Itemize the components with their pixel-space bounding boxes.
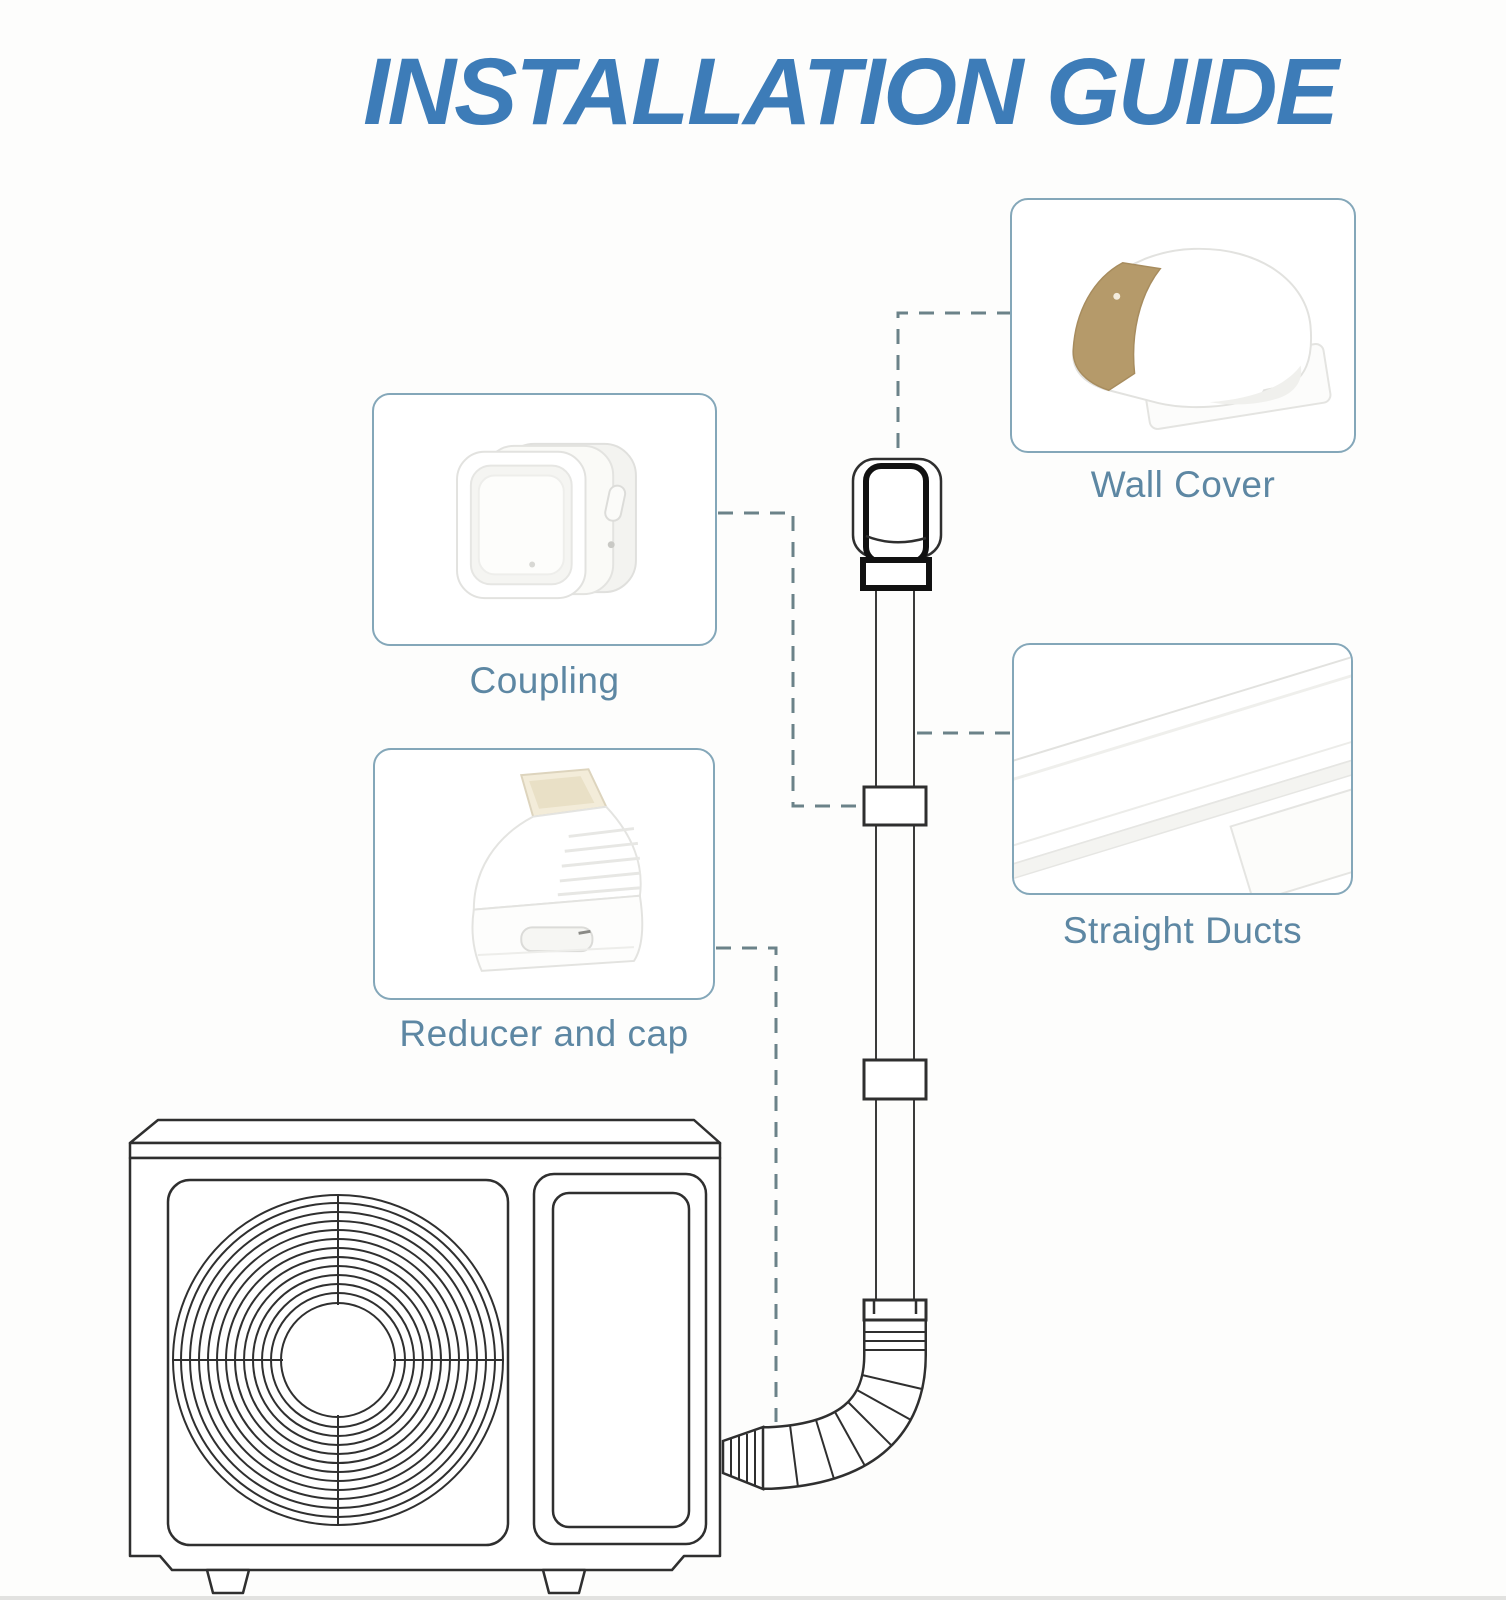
elbow-wall-taper	[721, 1425, 765, 1491]
wall-cover-line-art	[851, 457, 943, 591]
condenser-top-rail	[128, 1141, 722, 1160]
coupling-photo-icon	[456, 442, 637, 600]
condenser-right-foot	[541, 1568, 587, 1595]
duct-collar-upper	[862, 785, 928, 827]
flexible-elbow-ribs	[789, 1331, 926, 1488]
duct-assembly-drawing	[721, 457, 943, 1491]
dashed-connector-wall-cover	[896, 311, 1012, 456]
duct-collar-bottom	[862, 1298, 928, 1322]
straight-ducts-photo-icon	[1014, 646, 1351, 893]
flexible-elbow-fill	[763, 1315, 925, 1488]
duct-collar-middle	[862, 1058, 928, 1101]
vertical-duct-run	[875, 586, 915, 1302]
duct-collar-bottom-tabs	[872, 1300, 918, 1314]
callout-box-coupling	[372, 393, 717, 646]
page-bottom-divider	[0, 1596, 1506, 1600]
dashed-connector-reducer	[716, 946, 778, 1422]
label-reducer-and-cap: Reducer and cap	[399, 1013, 689, 1054]
duct-collars	[862, 785, 928, 1322]
callout-box-reducer-and-cap	[373, 748, 715, 1000]
condenser-top-face	[128, 1118, 722, 1145]
condenser-fan-grille	[172, 1194, 504, 1526]
callout-box-straight-ducts	[1012, 643, 1353, 895]
wall-cover-photo-icon	[1072, 247, 1332, 430]
condenser-unit-drawing	[128, 1118, 722, 1595]
condenser-left-foot	[205, 1568, 251, 1595]
dashed-connector-coupling	[718, 511, 874, 808]
condenser-fan-panel	[166, 1178, 510, 1547]
label-wall-cover: Wall Cover	[1090, 464, 1276, 505]
label-coupling: Coupling	[469, 660, 620, 701]
reducer-and-cap-photo-icon	[471, 768, 644, 972]
callout-box-wall-cover	[1010, 198, 1356, 453]
dashed-connectors	[716, 311, 1012, 1422]
elbow-wall-taper-ribs	[730, 1431, 756, 1486]
condenser-side-panel-inner	[551, 1191, 691, 1529]
label-straight-ducts: Straight Ducts	[1062, 910, 1303, 951]
page-title: INSTALLATION GUIDE	[363, 39, 1339, 145]
